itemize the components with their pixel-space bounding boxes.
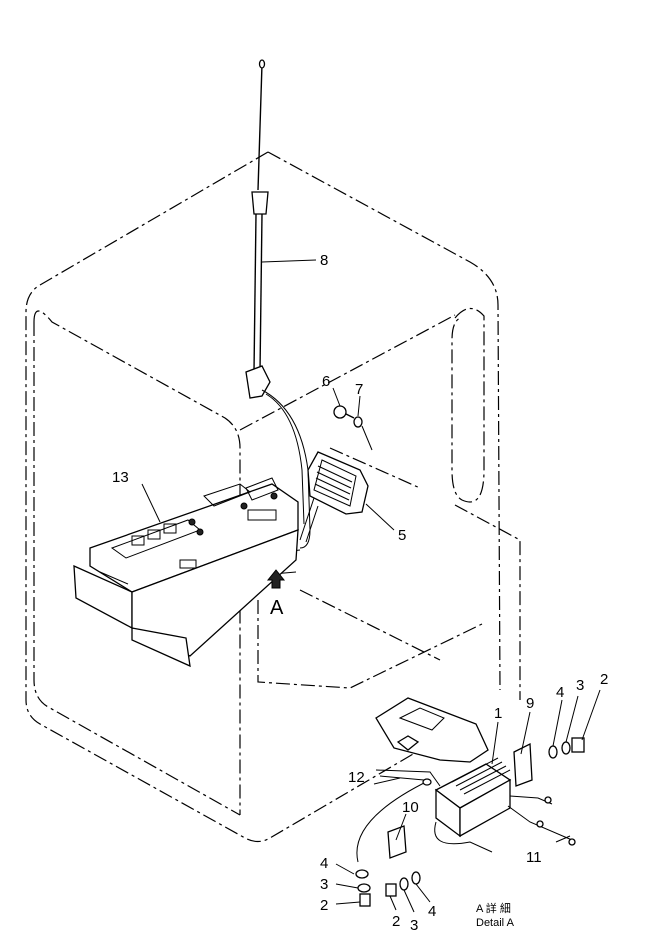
- callout-11: 11: [526, 849, 542, 866]
- callout-2-bottom: 2: [392, 913, 400, 930]
- detail-caption-jp: A 詳 細: [476, 901, 511, 915]
- callout-13: 13: [112, 469, 129, 486]
- cab-outline: [25, 151, 521, 843]
- callout-12: 12: [348, 769, 365, 786]
- callout-labels: 8 6 7 5 13 1 9 4 3 2 10 12 11 4 3 2 2 3 …: [112, 252, 608, 934]
- callout-5: 5: [398, 527, 406, 544]
- view-marker-label: A: [270, 597, 284, 619]
- view-arrow-a: A: [266, 569, 286, 619]
- callout-4-left: 4: [320, 855, 328, 872]
- callout-2-upper: 2: [600, 671, 608, 688]
- callout-3-left: 3: [320, 876, 328, 893]
- leader-lines: [141, 259, 601, 913]
- callout-4-upper: 4: [556, 684, 564, 701]
- speaker: [299, 405, 373, 543]
- antenna: [239, 59, 311, 577]
- callout-3-bottom: 3: [410, 917, 418, 934]
- callout-9: 9: [526, 695, 534, 712]
- detail-a: [355, 697, 585, 907]
- callout-8: 8: [320, 252, 328, 269]
- monitor-panel: [73, 477, 299, 668]
- callout-10: 10: [402, 799, 419, 816]
- callout-1: 1: [494, 705, 502, 722]
- callout-6: 6: [322, 373, 330, 390]
- callout-3-upper: 3: [576, 677, 584, 694]
- callout-2-left: 2: [320, 897, 328, 914]
- detail-caption-en: Detail A: [476, 917, 515, 929]
- callout-7: 7: [355, 381, 363, 398]
- callout-4-bottom: 4: [428, 903, 436, 920]
